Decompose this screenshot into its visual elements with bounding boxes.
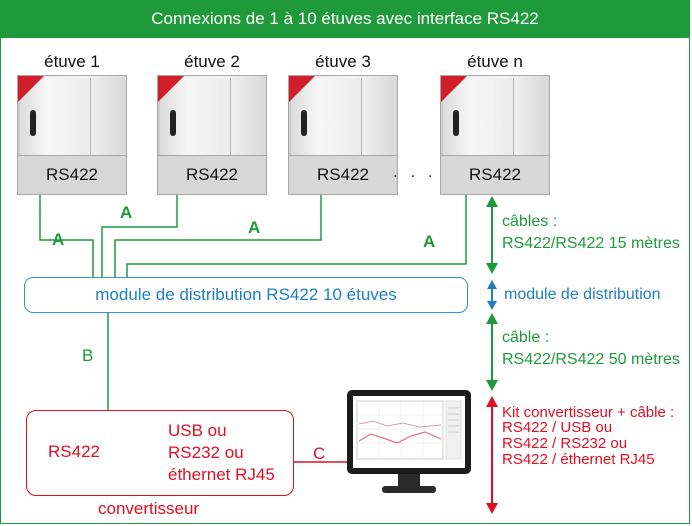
red-corner-icon <box>289 76 315 102</box>
cable-a-label-3: A <box>248 218 261 237</box>
cable-a-label-1: A <box>52 230 65 249</box>
more-ovens-ellipsis: . . . <box>393 162 437 181</box>
red-corner-icon <box>18 76 44 102</box>
converter-caption: convertisseur <box>98 499 200 518</box>
cable-a-label-4: A <box>423 232 436 251</box>
oven-1-port: RS422 <box>17 155 127 195</box>
cable-c-label: C <box>313 444 326 463</box>
cable-b-label: B <box>82 346 94 365</box>
cable-a-label-2: A <box>120 203 133 222</box>
converter-output-ethernet: éthernet RJ45 <box>168 465 275 484</box>
door-handle-icon <box>170 110 176 136</box>
oven-1-label: étuve 1 <box>44 52 100 71</box>
diagram-title: Connexions de 1 à 10 étuves avec interfa… <box>0 0 690 38</box>
legend-module: module de distribution <box>504 286 661 303</box>
monitor-screen <box>353 396 465 468</box>
oven-3-label: étuve 3 <box>315 52 371 71</box>
oven-2-port: RS422 <box>157 155 267 195</box>
distribution-module: module de distribution RS422 10 étuves <box>24 277 468 313</box>
red-corner-icon <box>441 76 467 102</box>
oven-n-port: RS422 <box>440 155 550 195</box>
screen-graph-icon <box>356 400 462 460</box>
legend-kit-line-3: RS422 / éthernet RJ45 <box>502 451 655 468</box>
converter-box <box>26 410 294 496</box>
monitor-base-icon <box>382 486 436 493</box>
door-handle-icon <box>301 110 307 136</box>
oven-n-label: étuve n <box>467 52 523 71</box>
oven-2-label: étuve 2 <box>184 52 240 71</box>
door-handle-icon <box>453 110 459 136</box>
oven-3-port: RS422 <box>288 155 398 195</box>
oven-n-unit: RS422 <box>440 56 550 196</box>
oven-2-unit: RS422 <box>157 56 267 196</box>
legend-cables-detail: RS422/RS422 15 mètres <box>502 235 680 252</box>
converter-output-rs232: RS232 ou <box>168 443 244 462</box>
monitor-stand-icon <box>398 474 420 488</box>
legend-cable-detail: RS422/RS422 50 mètres <box>502 351 680 368</box>
legend-kit-line-2: RS422 / RS232 ou <box>502 435 628 452</box>
legend-kit-line-1: RS422 / USB ou <box>502 419 613 436</box>
computer-monitor-icon <box>347 390 471 474</box>
oven-3-unit: RS422 <box>288 56 398 196</box>
converter-output-usb: USB ou <box>168 421 227 440</box>
red-corner-icon <box>158 76 184 102</box>
legend-kit-title: Kit convertisseur + câble : <box>502 404 675 421</box>
legend-cable-title: câble : <box>502 329 550 346</box>
oven-1-unit: RS422 <box>17 56 127 196</box>
converter-input-label: RS422 <box>48 442 100 461</box>
door-handle-icon <box>30 110 36 136</box>
legend-cables-title: câbles : <box>502 213 558 230</box>
